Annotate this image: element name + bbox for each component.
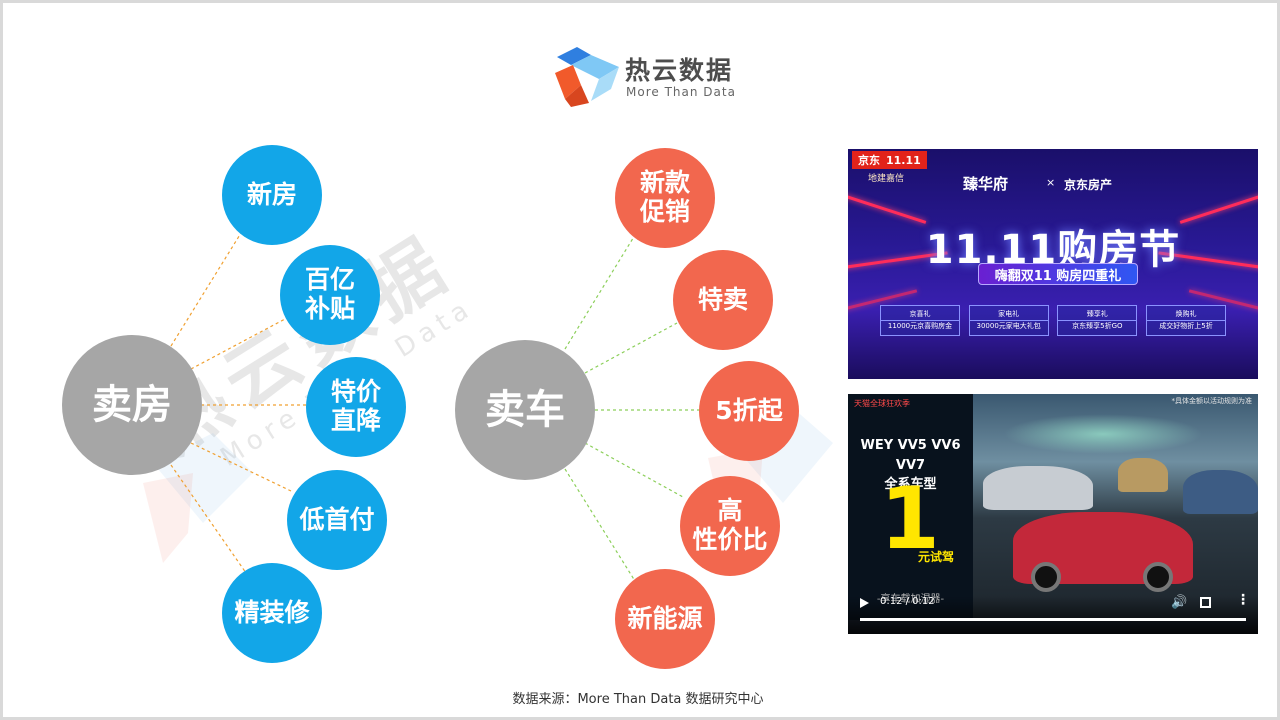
node-value: 高 性价比 [680, 476, 780, 576]
node-half-off: 5折起 [699, 361, 799, 461]
video-car-scene: *具体金额以活动规则为准 [973, 394, 1258, 620]
node-subsidy: 百亿 补贴 [280, 245, 380, 345]
data-source-footnote: 数据来源：More Than Data 数据研究中心 [512, 692, 764, 707]
video-promo-panel: 天猫全球狂欢季 WEY VV5 VV6 VV7 全系车型 1 元试驾 -享车载加… [848, 394, 973, 620]
video-time: 0:12 / 0:12 [880, 596, 935, 607]
gift-box: 焕购礼成交好物折上5折 [1145, 305, 1226, 337]
video-big-number: 1 [880, 469, 940, 569]
fullscreen-icon[interactable] [1200, 597, 1211, 608]
jd-platform-tag: 京东 11.11 [852, 151, 927, 169]
banner-brand: 臻华府 [963, 175, 1009, 193]
video-models: WEY VV5 VV6 VV7 全系车型 [860, 438, 961, 492]
banner-partner: 京东房产 [1064, 178, 1113, 192]
jd-house-festival-banner: 京东 11.11 地建嘉信 臻华府 × 京东房产 11.11购房节 嗨翻双11 … [848, 149, 1258, 379]
node-price-cut: 特价 直降 [306, 357, 406, 457]
car-silver [983, 466, 1093, 510]
logo-name-cn: 热云数据 [625, 56, 734, 85]
play-icon[interactable] [860, 598, 869, 608]
video-unit: 元试驾 [918, 550, 955, 564]
node-new-model-promo: 新款 促销 [615, 148, 715, 248]
video-tmall-tag: 天猫全球狂欢季 [854, 399, 910, 408]
node-new-house: 新房 [222, 145, 322, 245]
hub-sell-house: 卖房 [62, 335, 202, 475]
video-controls-bar [848, 596, 1258, 634]
video-progress-bar[interactable] [860, 618, 1246, 621]
logo: 热云数据 More Than Data [551, 45, 751, 107]
volume-icon[interactable]: 🔊 [1171, 595, 1188, 610]
hub-sell-car: 卖车 [455, 340, 595, 480]
car-blue [1183, 470, 1258, 514]
car-gold [1118, 458, 1168, 492]
node-low-down-payment: 低首付 [287, 470, 387, 570]
node-furnished: 精装修 [222, 563, 322, 663]
jd-event-tag: 11.11 [886, 153, 921, 167]
banner-times: × [1046, 176, 1056, 189]
node-new-energy: 新能源 [615, 569, 715, 669]
banner-slogan: 嗨翻双11 购房四重礼 [978, 263, 1138, 285]
car-ad-video-player[interactable]: 天猫全球狂欢季 WEY VV5 VV6 VV7 全系车型 1 元试驾 -享车载加… [848, 394, 1258, 634]
gift-box: 臻享礼京东臻享5折GO [1057, 305, 1138, 337]
more-options-icon[interactable]: ⋮ [1236, 592, 1250, 608]
logo-name-en: More Than Data [626, 85, 736, 99]
logo-cube-icon [555, 47, 619, 107]
jd-platform-label: 京东 [858, 154, 880, 167]
banner-developer: 地建嘉信 [868, 174, 905, 184]
video-note: *具体金额以活动规则为准 [1171, 397, 1253, 405]
node-special-sale: 特卖 [673, 250, 773, 350]
